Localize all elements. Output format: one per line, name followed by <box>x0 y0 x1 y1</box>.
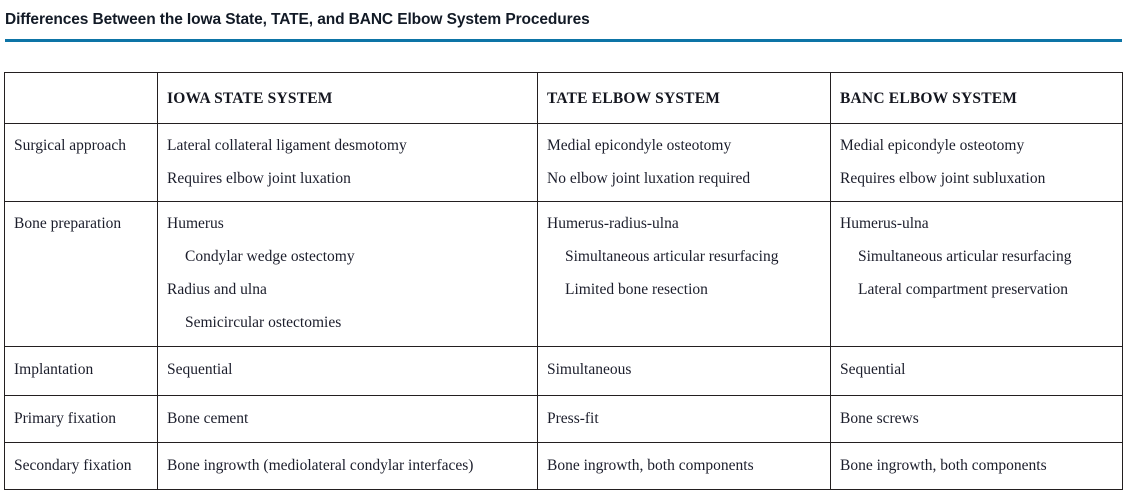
table-header-row: IOWA STATE SYSTEM TATE ELBOW SYSTEM BANC… <box>4 72 1123 124</box>
cell-banc-surgical-approach: Medial epicondyle osteotomy Requires elb… <box>830 123 1123 202</box>
cell-line-indented: Limited bone resection <box>565 281 708 298</box>
cell-lines: Lateral collateral ligament desmotomy Re… <box>158 124 537 201</box>
cell-line: Requires elbow joint luxation <box>167 170 351 187</box>
cell-banc-implantation: Sequential <box>830 346 1123 396</box>
cell-tate-surgical-approach: Medial epicondyle osteotomy No elbow joi… <box>537 123 831 202</box>
cell-line: Medial epicondyle osteotomy <box>840 137 1025 154</box>
cell-value: Bone screws <box>840 410 919 427</box>
header-label-iowa: IOWA STATE SYSTEM <box>167 90 333 107</box>
cell-value: Press-fit <box>547 410 599 427</box>
cell-lines: Medial epicondyle osteotomy No elbow joi… <box>538 124 830 201</box>
cell-iowa-bone-preparation: Humerus Condylar wedge ostectomy Radius … <box>157 201 538 347</box>
table-row: Implantation Sequential Simultaneous Seq… <box>4 346 1123 396</box>
cell-tate-bone-preparation: Humerus-radius-ulna Simultaneous articul… <box>537 201 831 347</box>
row-label-cell: Bone preparation <box>4 201 158 347</box>
cell-iowa-surgical-approach: Lateral collateral ligament desmotomy Re… <box>157 123 538 202</box>
comparison-table-wrapper: IOWA STATE SYSTEM TATE ELBOW SYSTEM BANC… <box>4 72 1123 490</box>
cell-iowa-secondary-fixation: Bone ingrowth (mediolateral condylar int… <box>157 442 538 490</box>
cell-tate-implantation: Simultaneous <box>537 346 831 396</box>
header-cell-iowa: IOWA STATE SYSTEM <box>157 72 538 124</box>
header-label-banc: BANC ELBOW SYSTEM <box>840 90 1018 107</box>
title-block: Differences Between the Iowa State, TATE… <box>5 10 1122 42</box>
cell-line-indented: Lateral compartment preservation <box>858 281 1069 298</box>
cell-value: Simultaneous <box>547 361 632 378</box>
cell-tate-secondary-fixation: Bone ingrowth, both components <box>537 442 831 490</box>
cell-banc-primary-fixation: Bone screws <box>830 395 1123 443</box>
cell-value: Sequential <box>840 361 906 378</box>
cell-line: Medial epicondyle osteotomy <box>547 137 732 154</box>
header-label-empty <box>5 73 157 89</box>
comparison-table: IOWA STATE SYSTEM TATE ELBOW SYSTEM BANC… <box>4 72 1123 490</box>
cell-lines: Medial epicondyle osteotomy Requires elb… <box>831 124 1122 201</box>
cell-value: Sequential <box>167 361 233 378</box>
page-title: Differences Between the Iowa State, TATE… <box>5 11 590 28</box>
cell-value: Bone ingrowth (mediolateral condylar int… <box>167 457 474 474</box>
cell-lines: Humerus-radius-ulna Simultaneous articul… <box>538 202 830 312</box>
cell-line-indented: Condylar wedge ostectomy <box>185 248 355 265</box>
cell-iowa-implantation: Sequential <box>157 346 538 396</box>
cell-line: Humerus-ulna <box>840 215 929 232</box>
row-label-cell: Implantation <box>4 346 158 396</box>
cell-line: No elbow joint luxation required <box>547 170 751 187</box>
cell-value: Bone cement <box>167 410 249 427</box>
row-label-bone-preparation: Bone preparation <box>14 215 122 232</box>
row-label-secondary-fixation: Secondary fixation <box>14 457 132 474</box>
row-label-primary-fixation: Primary fixation <box>14 410 117 427</box>
row-label-surgical-approach: Surgical approach <box>14 137 127 154</box>
cell-line: Radius and ulna <box>167 281 267 298</box>
header-cell-tate: TATE ELBOW SYSTEM <box>537 72 831 124</box>
title-underline-rule <box>5 39 1122 42</box>
cell-line: Lateral collateral ligament desmotomy <box>167 137 407 154</box>
cell-tate-primary-fixation: Press-fit <box>537 395 831 443</box>
header-cell-empty <box>4 72 158 124</box>
row-label-cell: Primary fixation <box>4 395 158 443</box>
row-label-cell: Secondary fixation <box>4 442 158 490</box>
table-row: Bone preparation Humerus Condylar wedge … <box>4 201 1123 347</box>
cell-banc-secondary-fixation: Bone ingrowth, both components <box>830 442 1123 490</box>
cell-value: Bone ingrowth, both components <box>547 457 754 474</box>
cell-line-indented: Simultaneous articular resurfacing <box>565 248 779 265</box>
header-label-tate: TATE ELBOW SYSTEM <box>547 90 721 107</box>
cell-banc-bone-preparation: Humerus-ulna Simultaneous articular resu… <box>830 201 1123 347</box>
row-label-cell: Surgical approach <box>4 123 158 202</box>
cell-line: Requires elbow joint subluxation <box>840 170 1046 187</box>
header-cell-banc: BANC ELBOW SYSTEM <box>830 72 1123 124</box>
cell-lines: Humerus Condylar wedge ostectomy Radius … <box>158 202 537 345</box>
row-label-implantation: Implantation <box>14 361 94 378</box>
cell-line-indented: Semicircular ostectomies <box>185 314 342 331</box>
cell-line-indented: Simultaneous articular resurfacing <box>858 248 1072 265</box>
cell-line: Humerus-radius-ulna <box>547 215 679 232</box>
table-row: Surgical approach Lateral collateral lig… <box>4 123 1123 202</box>
cell-value: Bone ingrowth, both components <box>840 457 1047 474</box>
table-row: Secondary fixation Bone ingrowth (mediol… <box>4 442 1123 490</box>
cell-lines: Humerus-ulna Simultaneous articular resu… <box>831 202 1122 312</box>
cell-line: Humerus <box>167 215 224 232</box>
cell-iowa-primary-fixation: Bone cement <box>157 395 538 443</box>
table-row: Primary fixation Bone cement Press-fit B… <box>4 395 1123 443</box>
